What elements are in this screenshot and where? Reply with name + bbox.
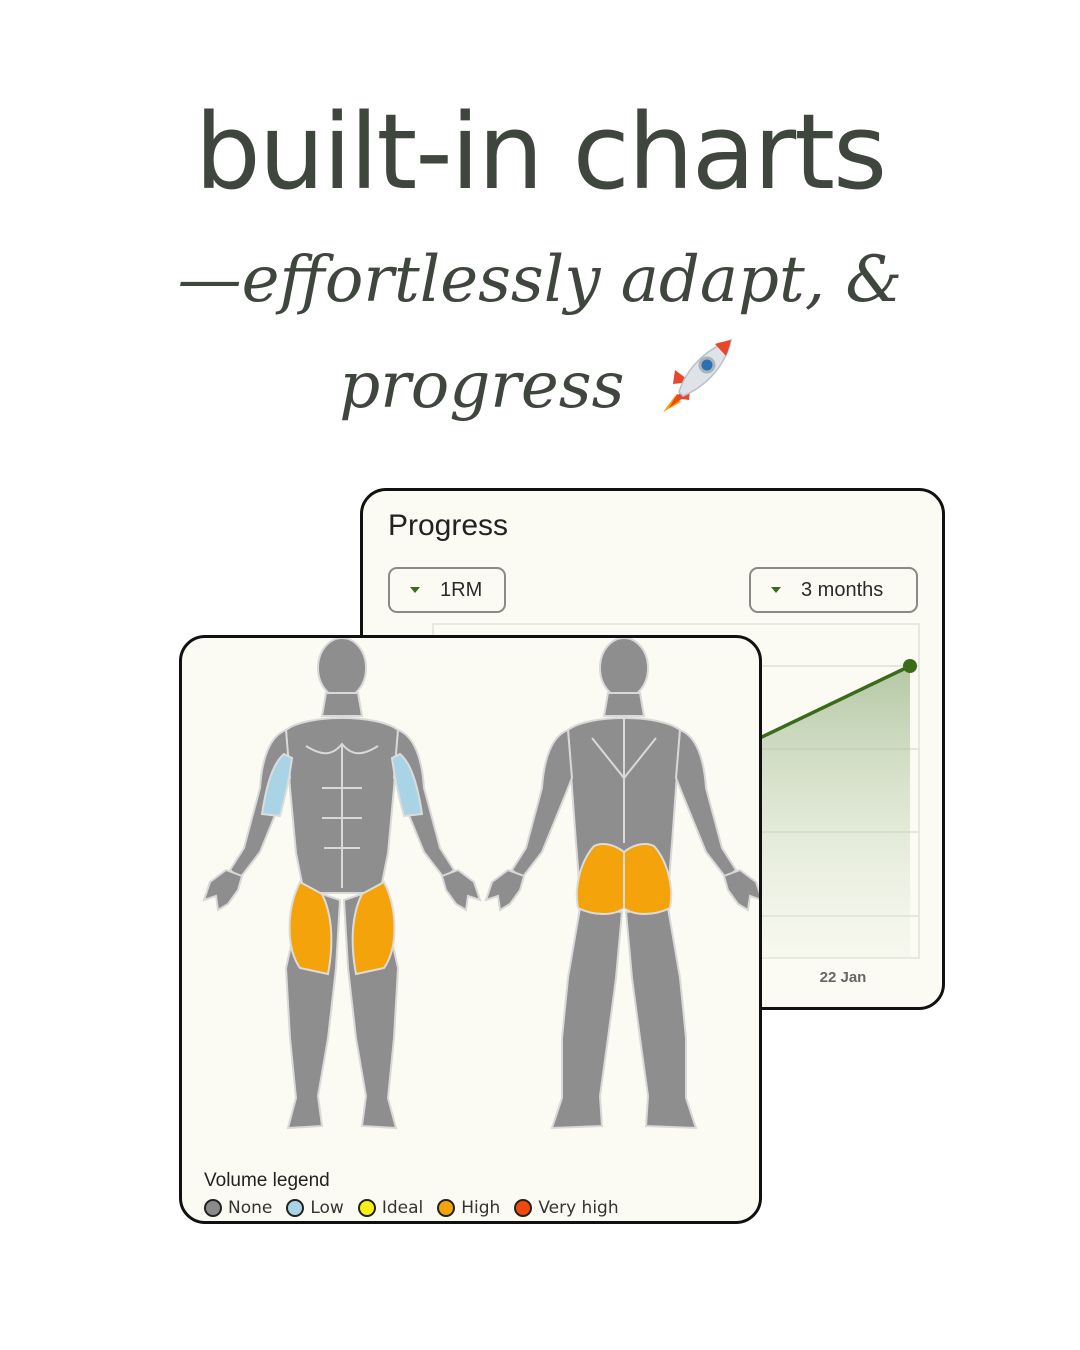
- front-body-figure: [202, 638, 482, 1130]
- legend-item-none: None: [204, 1198, 272, 1218]
- back-right-arm: [674, 728, 738, 880]
- back-right-leg: [624, 906, 698, 1130]
- front-head: [317, 638, 367, 699]
- legend-label: High: [461, 1198, 501, 1218]
- back-highlights: [575, 843, 673, 915]
- legend-swatch: [514, 1199, 533, 1217]
- legend-item-ideal: Ideal: [357, 1198, 424, 1218]
- tagline: —effortlessly adapt, & progress: [120, 228, 960, 449]
- legend-label: Low: [310, 1198, 344, 1218]
- legend-item-high: High: [437, 1198, 500, 1218]
- front-left-quad: [288, 880, 333, 976]
- legend-title: Volume legend: [204, 1170, 330, 1191]
- front-ab-line: [322, 744, 362, 888]
- back-spine-line: [591, 718, 657, 843]
- muscle-map-card: Volume legend None Low Ideal High Very h…: [179, 635, 762, 1224]
- area-fill: [743, 666, 910, 958]
- legend-label: Ideal: [381, 1198, 424, 1218]
- legend-swatch: [286, 1199, 305, 1217]
- back-left-leg: [550, 906, 624, 1130]
- caret-down-icon: [410, 587, 420, 593]
- data-point[interactable]: [903, 659, 917, 673]
- front-neck: [320, 692, 364, 717]
- front-left-hand: [202, 868, 244, 912]
- headline: built-in charts: [194, 91, 887, 213]
- caret-down-icon: [771, 587, 781, 593]
- tagline-progress-word: progress: [339, 349, 625, 423]
- back-neck: [602, 692, 646, 717]
- metric-dropdown-label: 1RM: [440, 578, 483, 601]
- range-dropdown[interactable]: 3 months: [749, 567, 918, 613]
- tagline-line-2: progress: [120, 332, 960, 449]
- legend-swatch: [357, 1199, 376, 1217]
- legend-label: None: [228, 1198, 273, 1218]
- front-left-biceps: [260, 752, 294, 818]
- legend-item-very-high: Very high: [514, 1198, 619, 1218]
- tagline-line-1: —effortlessly adapt, &: [177, 243, 903, 317]
- progress-title: Progress: [388, 509, 509, 542]
- front-right-hand: [440, 868, 482, 912]
- legend: None Low Ideal High Very high: [204, 1198, 633, 1218]
- back-left-glute: [575, 843, 625, 915]
- back-right-glute: [623, 843, 673, 915]
- metric-dropdown[interactable]: 1RM: [388, 567, 506, 613]
- rocket-icon: [655, 332, 741, 449]
- range-dropdown-label: 3 months: [801, 578, 884, 601]
- back-right-hand: [722, 868, 759, 912]
- back-left-hand: [484, 868, 526, 912]
- back-left-arm: [510, 728, 574, 880]
- back-head: [599, 638, 649, 699]
- x-tick-label: 22 Jan: [820, 969, 867, 986]
- legend-item-low: Low: [286, 1198, 344, 1218]
- legend-swatch: [437, 1199, 456, 1217]
- front-right-quad: [351, 880, 396, 976]
- legend-swatch: [204, 1199, 222, 1217]
- muscle-map: [202, 638, 759, 1130]
- front-right-biceps: [390, 752, 424, 818]
- legend-label: Very high: [538, 1198, 619, 1218]
- series-line: [742, 664, 911, 748]
- front-highlights: [260, 752, 424, 976]
